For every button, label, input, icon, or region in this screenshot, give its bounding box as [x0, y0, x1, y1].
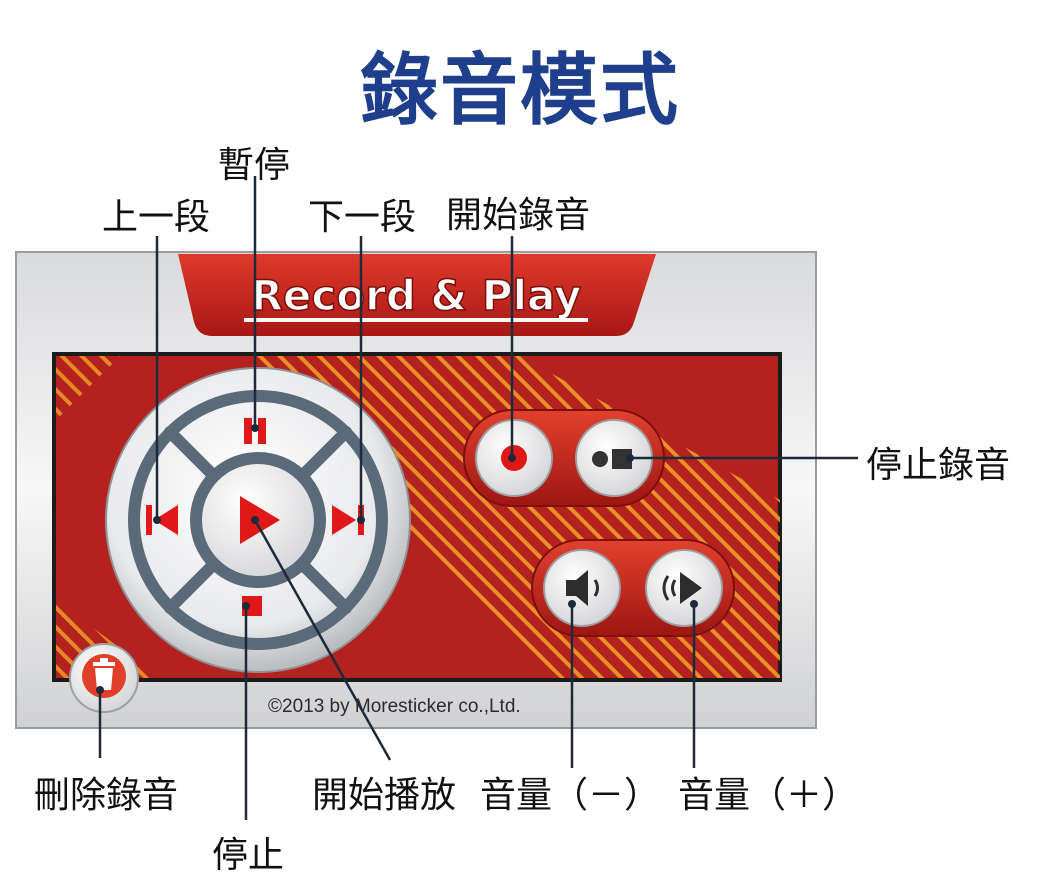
pointer-lines: [98, 176, 858, 820]
label-volume-down: 音量（－）: [480, 775, 661, 816]
label-stop: 停止: [212, 835, 285, 876]
copyright-text: ©2013 by Moresticker co.,Ltd.: [268, 696, 521, 717]
dpad-outer-track: [128, 390, 388, 650]
brand-underline: [244, 318, 588, 322]
label-start-record: 開始錄音: [446, 195, 591, 236]
label-stop-record: 停止錄音: [866, 445, 1011, 486]
label-next-segment: 下一段: [308, 197, 417, 238]
brand-tab: [178, 254, 656, 336]
label-pause: 暫停: [218, 145, 291, 186]
pointer-dots: [96, 424, 698, 694]
stop-record-icon: [592, 449, 632, 469]
trash-icon: [93, 658, 115, 690]
volume-up-icon: [662, 572, 702, 604]
label-volume-up: 音量（＋）: [678, 775, 859, 816]
volume-down-icon: [566, 570, 599, 606]
label-start-play: 開始播放: [312, 775, 457, 816]
pause-icon[interactable]: [244, 418, 266, 444]
page-title: 錄音模式: [359, 46, 680, 136]
label-delete-record: 刪除錄音: [34, 775, 179, 816]
play-icon: [240, 496, 280, 544]
brand-text: Record & Play: [251, 271, 582, 320]
label-prev-segment: 上一段: [102, 197, 211, 238]
skip-previous-icon[interactable]: [146, 505, 178, 535]
dpad-dividers: [164, 426, 352, 614]
